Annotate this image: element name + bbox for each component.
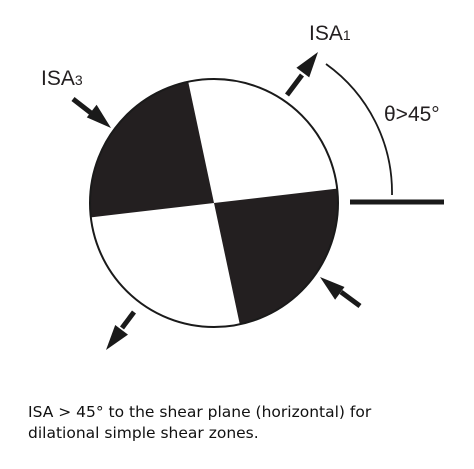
isa1-arrow-lower: [106, 310, 136, 350]
isa3-arrow-lower: [320, 277, 362, 309]
caption-line-2: dilational simple shear zones.: [28, 424, 259, 442]
isa1-arrow-upper: [285, 52, 318, 97]
isa3-label: ISA3: [41, 67, 83, 90]
isa3-label-subscript: 3: [75, 72, 83, 88]
isa1-label-main: ISA: [309, 22, 343, 45]
caption-line-1: ISA > 45° to the shear plane (horizontal…: [28, 403, 372, 421]
isa1-label: ISA1: [309, 22, 351, 45]
circle-outline: [89, 78, 339, 328]
quadrant-upper-left-dark: [90, 79, 214, 227]
angle-label: θ>45°: [384, 103, 440, 126]
isa3-arrow-upper: [71, 97, 111, 128]
isa1-label-subscript: 1: [343, 27, 351, 43]
quadrant-lower-right-dark: [214, 179, 338, 327]
isa3-label-main: ISA: [41, 67, 75, 90]
figure-caption: ISA > 45° to the shear plane (horizontal…: [28, 402, 458, 444]
angle-arc: [325, 63, 393, 196]
